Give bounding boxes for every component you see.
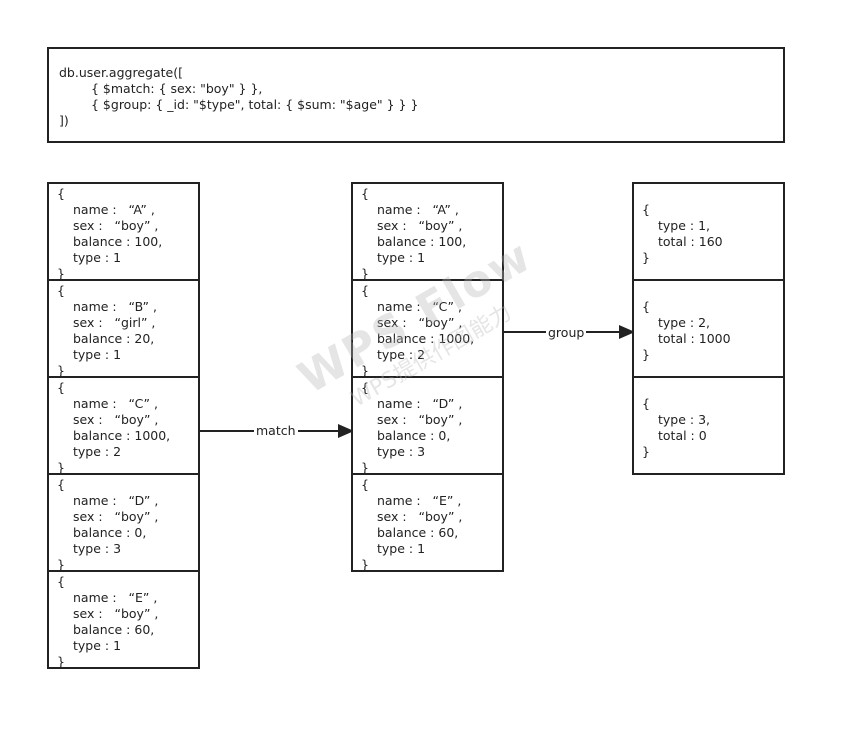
doc-open-brace: { <box>57 574 65 589</box>
doc-type: type : 2, <box>658 315 711 330</box>
doc-open-brace: { <box>642 396 650 411</box>
doc-close-brace: } <box>361 460 369 475</box>
doc-close-brace: } <box>57 557 65 572</box>
doc-balance: balance : 60, <box>377 525 459 540</box>
doc-sex: sex : “boy” , <box>377 509 463 524</box>
doc-name: name : “E” , <box>377 493 462 508</box>
doc-type: type : 1 <box>377 541 426 556</box>
doc-total: total : 1000 <box>658 331 731 346</box>
source-docs-column: { name : “A” , sex : “boy” , balance : 1… <box>47 182 200 669</box>
doc-name: name : “B” , <box>73 299 157 314</box>
query-line-2: { $match: { sex: "boy" } }, <box>91 81 263 96</box>
doc-type: type : 2 <box>377 347 426 362</box>
doc-open-brace: { <box>361 283 369 298</box>
doc-name: name : “E” , <box>73 590 158 605</box>
doc-type: type : 1 <box>73 347 122 362</box>
query-line-4: ]) <box>59 113 69 128</box>
doc-balance: balance : 0, <box>73 525 147 540</box>
source-doc: { name : “C” , sex : “boy” , balance : 1… <box>47 376 200 475</box>
query-line-3: { $group: { _id: "$type", total: { $sum:… <box>91 97 419 112</box>
match-arrow-label: match <box>254 423 298 439</box>
doc-balance: balance : 1000, <box>73 428 171 443</box>
doc-sex: sex : “boy” , <box>377 412 463 427</box>
doc-name: name : “C” , <box>73 396 158 411</box>
doc-close-brace: } <box>57 266 65 281</box>
doc-name: name : “D” , <box>377 396 463 411</box>
doc-sex: sex : “boy” , <box>73 412 159 427</box>
doc-type: type : 3 <box>377 444 426 459</box>
doc-sex: sex : “boy” , <box>377 218 463 233</box>
doc-close-brace: } <box>642 444 650 459</box>
grouped-doc: { type : 2, total : 1000 } <box>632 279 785 378</box>
matched-doc: { name : “E” , sex : “boy” , balance : 6… <box>351 473 504 572</box>
doc-sex: sex : “boy” , <box>377 315 463 330</box>
source-doc: { name : “B” , sex : “girl” , balance : … <box>47 279 200 378</box>
grouped-docs-column: { type : 1, total : 160 } { type : 2, to… <box>632 182 785 475</box>
doc-name: name : “C” , <box>377 299 462 314</box>
matched-doc: { name : “D” , sex : “boy” , balance : 0… <box>351 376 504 475</box>
doc-balance: balance : 100, <box>73 234 163 249</box>
doc-balance: balance : 60, <box>73 622 155 637</box>
doc-type: type : 3, <box>658 412 711 427</box>
doc-total: total : 160 <box>658 234 723 249</box>
matched-doc: { name : “A” , sex : “boy” , balance : 1… <box>351 182 504 281</box>
source-doc: { name : “E” , sex : “boy” , balance : 6… <box>47 570 200 669</box>
doc-type: type : 1 <box>73 250 122 265</box>
doc-sex: sex : “boy” , <box>73 509 159 524</box>
doc-open-brace: { <box>642 299 650 314</box>
doc-close-brace: } <box>642 250 650 265</box>
doc-type: type : 1 <box>377 250 426 265</box>
doc-close-brace: } <box>57 363 65 378</box>
arrow-head-icon <box>338 424 354 438</box>
doc-balance: balance : 1000, <box>377 331 475 346</box>
doc-open-brace: { <box>361 477 369 492</box>
doc-sex: sex : “girl” , <box>73 315 156 330</box>
doc-type: type : 2 <box>73 444 122 459</box>
doc-name: name : “D” , <box>73 493 159 508</box>
doc-balance: balance : 0, <box>377 428 451 443</box>
group-arrow-label: group <box>546 325 587 341</box>
doc-type: type : 3 <box>73 541 122 556</box>
source-doc: { name : “A” , sex : “boy” , balance : 1… <box>47 182 200 281</box>
doc-open-brace: { <box>361 380 369 395</box>
grouped-doc: { type : 3, total : 0 } <box>632 376 785 475</box>
doc-open-brace: { <box>57 477 65 492</box>
matched-docs-column: { name : “A” , sex : “boy” , balance : 1… <box>351 182 504 572</box>
doc-close-brace: } <box>57 460 65 475</box>
doc-balance: balance : 20, <box>73 331 155 346</box>
doc-open-brace: { <box>642 202 650 217</box>
doc-open-brace: { <box>57 380 65 395</box>
aggregate-query-box: db.user.aggregate([ { $match: { sex: "bo… <box>47 47 785 143</box>
doc-close-brace: } <box>361 363 369 378</box>
doc-close-brace: } <box>361 266 369 281</box>
doc-open-brace: { <box>57 283 65 298</box>
doc-balance: balance : 100, <box>377 234 467 249</box>
query-line-1: db.user.aggregate([ <box>59 65 183 80</box>
doc-total: total : 0 <box>658 428 707 443</box>
doc-type: type : 1, <box>658 218 711 233</box>
doc-close-brace: } <box>57 654 65 669</box>
doc-open-brace: { <box>361 186 369 201</box>
doc-close-brace: } <box>642 347 650 362</box>
doc-name: name : “A” , <box>73 202 155 217</box>
doc-close-brace: } <box>361 557 369 572</box>
matched-doc: { name : “C” , sex : “boy” , balance : 1… <box>351 279 504 378</box>
arrow-head-icon <box>619 325 635 339</box>
source-doc: { name : “D” , sex : “boy” , balance : 0… <box>47 473 200 572</box>
doc-sex: sex : “boy” , <box>73 218 159 233</box>
doc-sex: sex : “boy” , <box>73 606 159 621</box>
doc-name: name : “A” , <box>377 202 459 217</box>
doc-open-brace: { <box>57 186 65 201</box>
grouped-doc: { type : 1, total : 160 } <box>632 182 785 281</box>
doc-type: type : 1 <box>73 638 122 653</box>
